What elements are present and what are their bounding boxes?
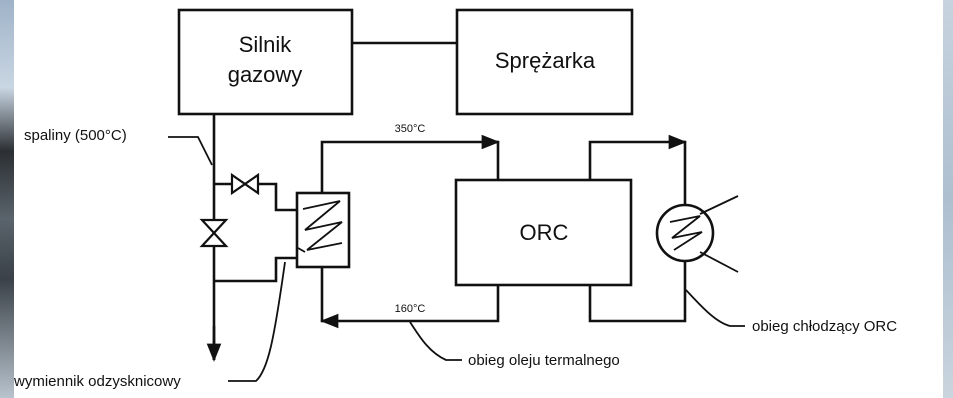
- recuperator-callout-label: wymiennik odzysknicowy: [13, 373, 181, 390]
- cooling-loop-top-line: [588, 140, 687, 205]
- right-photo-edge: [943, 0, 953, 398]
- recuperator-callout: wymiennik odzysknicowy: [13, 261, 286, 390]
- bypass-valve: [199, 218, 229, 248]
- gas-engine-block: Silnik gazowy: [177, 8, 354, 116]
- compressor-block: Sprężarka: [455, 8, 634, 116]
- orc-cooler: [655, 195, 739, 273]
- exhaust-callout: spaliny (500°C): [24, 127, 213, 166]
- cooling-loop-callout-label: obieg chłodzący ORC: [752, 318, 897, 335]
- exhaust-callout-label: spaliny (500°C): [24, 127, 127, 144]
- cooling-loop-callout: obieg chłodzący ORC: [685, 289, 897, 335]
- branch-pipe-to-exchanger: [258, 182, 297, 212]
- exchanger-inlet-valve: [230, 172, 260, 196]
- cold-temperature-label: 160°C: [395, 303, 426, 315]
- cooling-loop-bottom-line: [588, 262, 687, 323]
- return-pipe-from-exchanger: [214, 256, 297, 283]
- left-photo-edge: [0, 0, 14, 398]
- oil-loop-hot-line: [320, 140, 500, 193]
- compressor-label: Sprężarka: [495, 48, 596, 73]
- gas-engine-label-line2: gazowy: [228, 62, 303, 87]
- hot-temperature-label: 350°C: [395, 123, 426, 135]
- gas-engine-label-line1: Silnik: [239, 32, 293, 57]
- orc-block: ORC: [454, 178, 633, 287]
- oil-loop-cold-line: [320, 267, 500, 323]
- oil-loop-callout-label: obieg oleju termalnego: [468, 352, 620, 369]
- recuperator-heat-exchanger: [295, 191, 351, 269]
- orc-label: ORC: [520, 220, 569, 245]
- oil-loop-callout: obieg oleju termalnego: [409, 321, 620, 369]
